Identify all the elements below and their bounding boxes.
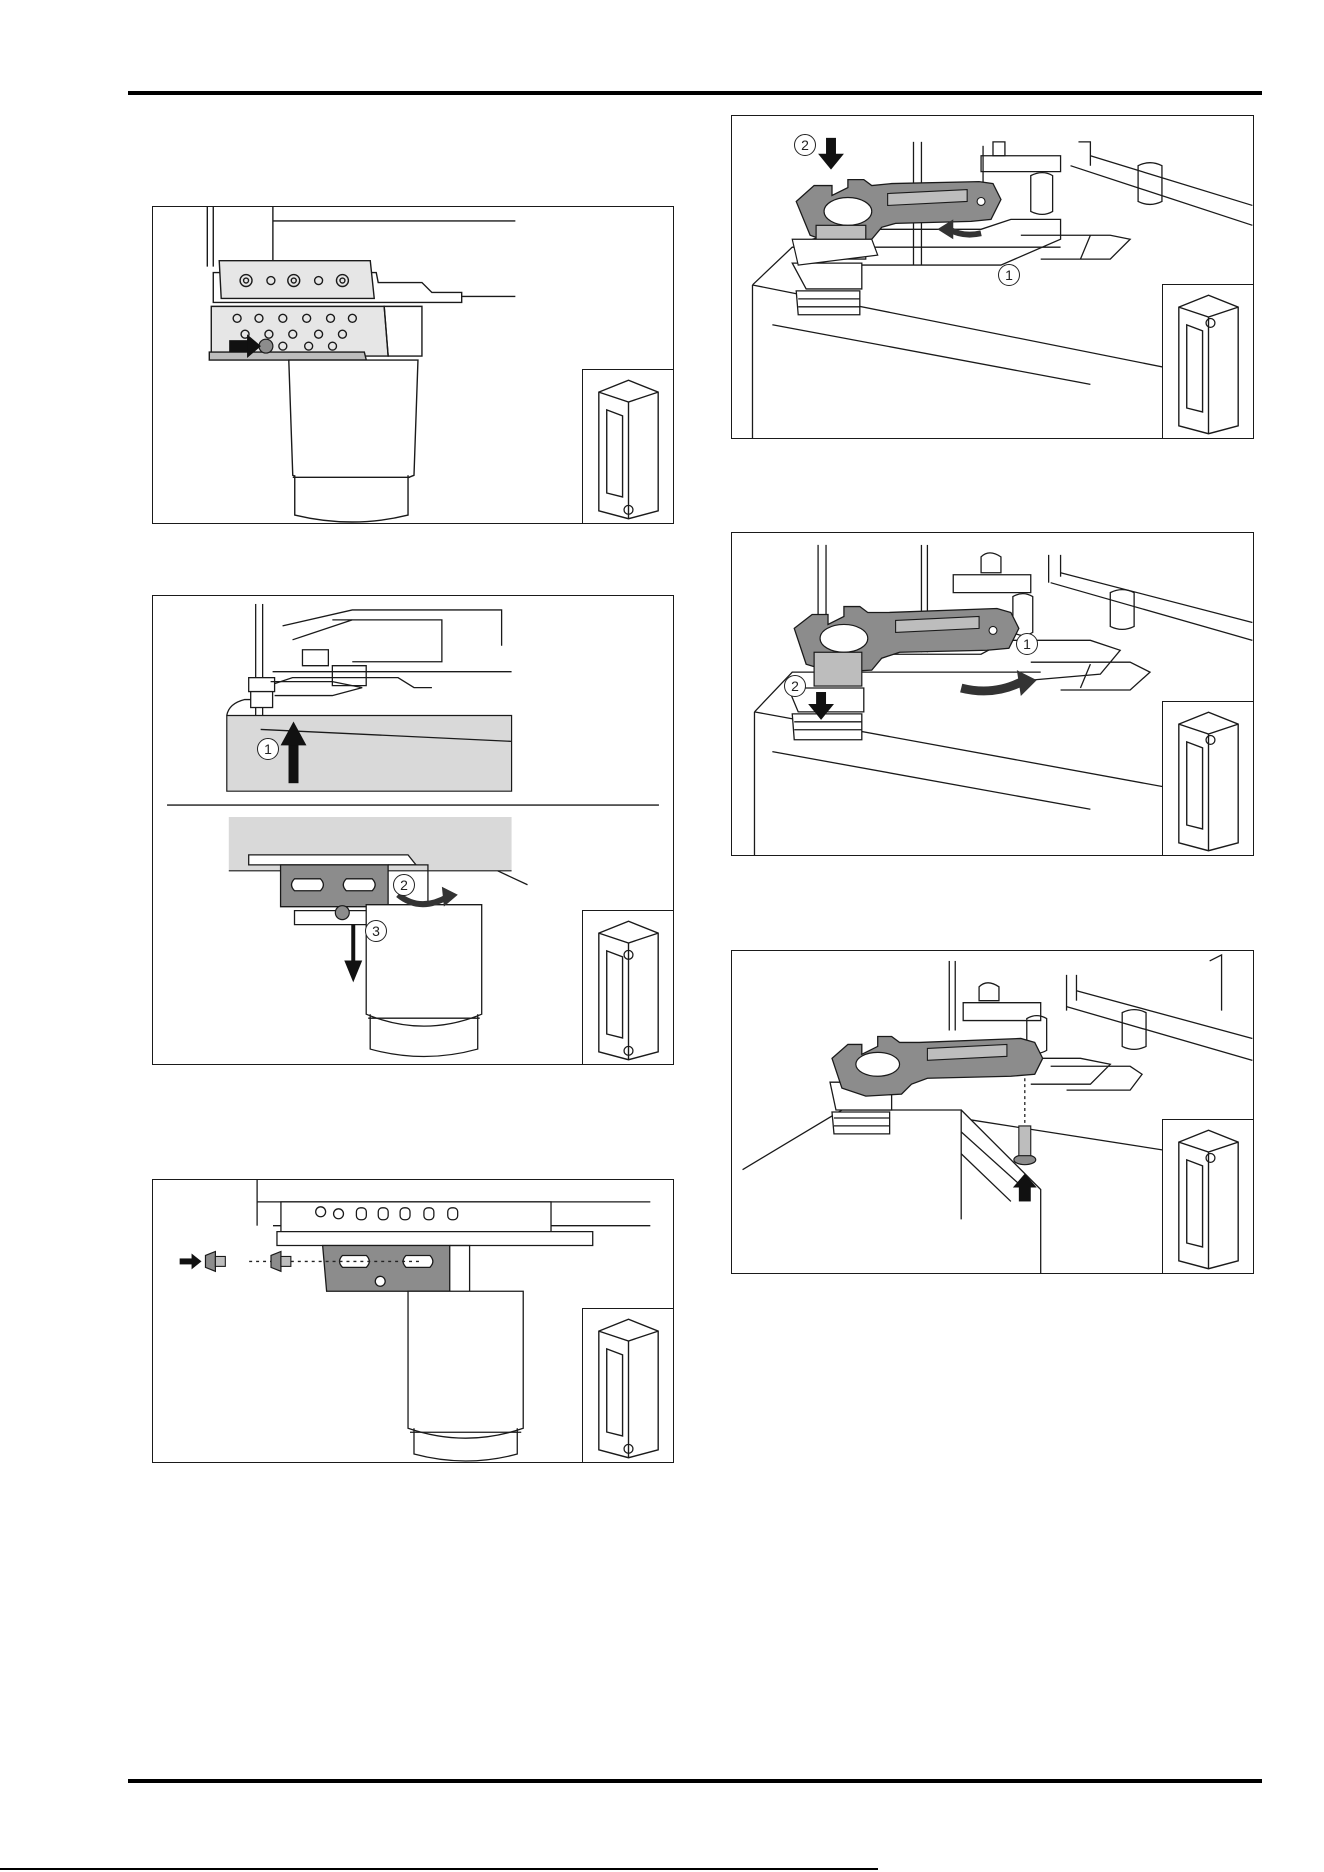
callout-2: 2 — [393, 874, 415, 896]
header-rule — [128, 91, 1262, 95]
figure-top-hinge-screw-fix — [731, 950, 1254, 1274]
orientation-inset — [1162, 284, 1254, 439]
figure-top-hinge-rotate: 2 1 — [731, 115, 1254, 439]
callout-1: 1 — [1016, 633, 1038, 655]
cabinet-orientation-icon — [1163, 285, 1254, 439]
rotate-arrow-icon — [961, 682, 1021, 691]
arrow-down-icon — [818, 138, 844, 170]
bottom-edge-rule — [0, 1868, 878, 1870]
orientation-inset — [582, 910, 674, 1065]
cabinet-orientation-icon — [583, 1309, 674, 1463]
orientation-inset — [582, 1308, 674, 1463]
screw-icon — [271, 1251, 291, 1271]
footer-rule — [128, 1779, 1262, 1783]
rotate-arrow-icon — [398, 895, 448, 904]
arrow-up-icon — [1013, 1174, 1037, 1202]
figure-hinge-screw-removal — [152, 206, 674, 524]
callout-2: 2 — [784, 675, 806, 697]
cabinet-orientation-icon — [1163, 1120, 1254, 1274]
orientation-inset — [1162, 1119, 1254, 1274]
cabinet-orientation-icon — [583, 370, 674, 524]
callout-1: 1 — [257, 738, 279, 760]
arrow-down-icon — [344, 925, 362, 983]
callout-2: 2 — [794, 134, 816, 156]
callout-3: 3 — [365, 920, 387, 942]
figure-hinge-screws-insert — [152, 1179, 674, 1463]
arrow-right-icon — [180, 1253, 202, 1269]
cabinet-orientation-icon — [1163, 702, 1254, 856]
screw-icon — [205, 1251, 225, 1271]
callout-1: 1 — [998, 264, 1020, 286]
orientation-inset — [1162, 701, 1254, 856]
cabinet-orientation-icon — [583, 911, 674, 1065]
screw-icon — [1014, 1126, 1036, 1165]
orientation-inset — [582, 369, 674, 524]
figure-top-hinge-reposition: 1 2 — [731, 532, 1254, 856]
rotate-arrow-icon — [949, 229, 981, 234]
figure-hinge-pin-release: 1 2 3 — [152, 595, 674, 1065]
